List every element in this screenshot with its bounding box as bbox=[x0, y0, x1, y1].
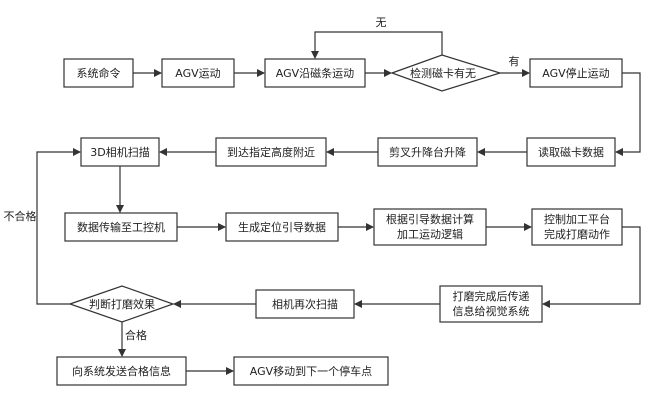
node-label: 信息给视觉系统 bbox=[453, 304, 530, 318]
node-agv-move: AGV运动 bbox=[161, 58, 235, 88]
node-rescan: 相机再次扫描 bbox=[255, 289, 355, 319]
node-label: 3D相机扫描 bbox=[90, 145, 149, 159]
edge-label-pass: 合格 bbox=[125, 328, 147, 342]
node-label: 加工运动逻辑 bbox=[397, 227, 463, 241]
node-label: 生成定位引导数据 bbox=[238, 220, 326, 234]
edge-label-fail: 不合格 bbox=[4, 209, 37, 223]
node-label: 根据引导数据计算 bbox=[386, 212, 474, 226]
node-label: 到达指定高度附近 bbox=[227, 145, 315, 159]
node-lift-platform: 剪叉升降台升降 bbox=[377, 137, 478, 167]
node-label: 相机再次扫描 bbox=[272, 297, 338, 311]
node-camera-scan: 3D相机扫描 bbox=[80, 137, 160, 167]
node-label: AGV沿磁条运动 bbox=[276, 66, 354, 80]
node-label: 控制加工平台 bbox=[544, 212, 610, 226]
node-agv-stop: AGV停止运动 bbox=[529, 58, 623, 88]
node-judge-result: 判断打磨效果 bbox=[68, 285, 175, 323]
edge-stop-to-read bbox=[615, 72, 641, 156]
node-label: 系统命令 bbox=[77, 66, 121, 80]
node-system-command: 系统命令 bbox=[63, 58, 134, 88]
node-agv-next: AGV移动到下一个停车点 bbox=[233, 356, 389, 386]
node-send-info: 打磨完成后传递 信息给视觉系统 bbox=[439, 285, 543, 323]
edge-detect-no-loop bbox=[311, 31, 443, 59]
node-label: 检测磁卡有无 bbox=[410, 66, 476, 80]
node-read-card: 读取磁卡数据 bbox=[526, 137, 616, 167]
node-label: 完成打磨动作 bbox=[544, 227, 610, 241]
node-send-pass: 向系统发送合格信息 bbox=[56, 356, 187, 386]
edge-label-yes: 有 bbox=[509, 54, 520, 68]
node-control-platform: 控制加工平台 完成打磨动作 bbox=[531, 208, 623, 246]
node-label: AGV运动 bbox=[175, 67, 220, 80]
edge-label-no: 无 bbox=[376, 16, 387, 29]
node-generate-path: 生成定位引导数据 bbox=[225, 212, 339, 242]
edge-control-to-sendinfo bbox=[542, 226, 641, 308]
node-label: 读取磁卡数据 bbox=[538, 145, 604, 159]
node-label: 打磨完成后传递 bbox=[453, 289, 530, 303]
node-label: AGV移动到下一个停车点 bbox=[250, 364, 372, 378]
node-label: 判断打磨效果 bbox=[89, 297, 155, 311]
node-agv-follow-strip: AGV沿磁条运动 bbox=[264, 58, 366, 88]
node-label: 向系统发送合格信息 bbox=[72, 364, 171, 378]
node-compute-logic: 根据引导数据计算 加工运动逻辑 bbox=[373, 208, 487, 246]
node-label: 数据传输至工控机 bbox=[77, 220, 165, 234]
node-data-transfer: 数据传输至工控机 bbox=[64, 212, 178, 242]
node-detect-card: 检测磁卡有无 bbox=[390, 54, 503, 92]
node-reach-height: 到达指定高度附近 bbox=[215, 137, 327, 167]
node-label: 剪叉升降台升降 bbox=[389, 145, 466, 159]
node-label: AGV停止运动 bbox=[542, 66, 609, 80]
edge-judge-fail-loop bbox=[36, 148, 81, 305]
